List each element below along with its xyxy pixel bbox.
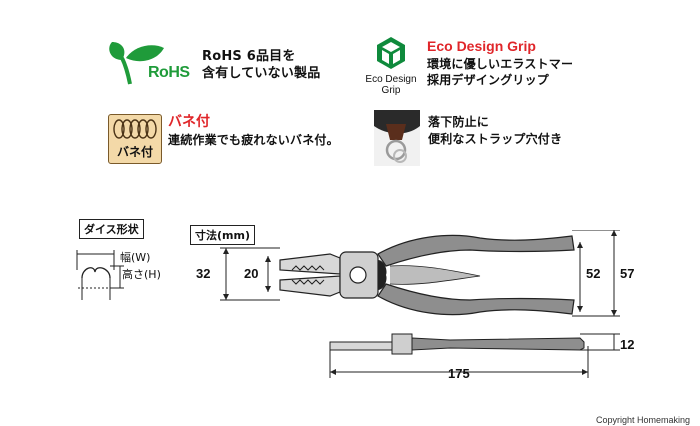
eco-design-logo: Eco Design Grip [358, 36, 422, 106]
dim-thickness: 12 [620, 337, 635, 352]
die-shape-diagram [76, 250, 124, 300]
coil-spring-icon [113, 119, 157, 139]
width-label: 幅(W) [120, 251, 151, 264]
strap-line1: 落下防止に [428, 115, 490, 129]
rohs-logo: RoHS [108, 40, 200, 88]
strap-description: 落下防止に 便利なストラップ穴付き [428, 114, 562, 148]
die-shape-label: ダイス形状 [79, 219, 144, 239]
eco-design-grip-icon [377, 37, 405, 69]
spring-badge-label: バネ付 [116, 145, 153, 159]
strap-photo [374, 110, 420, 166]
dim-length: 175 [448, 366, 470, 381]
eco-description: Eco Design Grip 環境に優しいエラストマー 採用デザイングリップ [427, 38, 573, 88]
dim-handle-span: 52 [586, 266, 601, 281]
leaf-icon [109, 42, 164, 85]
dimension-unit-label: 寸法(mm) [190, 225, 255, 245]
copyright: Copyright Homemaking [596, 415, 691, 425]
height-label: 高さ(H) [122, 268, 161, 281]
dim-total-height: 57 [620, 266, 635, 281]
rohs-description: RoHS 6品目を 含有していない製品 [202, 48, 320, 82]
spring-title: バネ付 [168, 114, 210, 130]
dim-jaw-height: 32 [196, 266, 211, 281]
strap-hole-icon [374, 110, 420, 163]
pliers-edge-view [329, 333, 585, 355]
eco-line2: 採用デザイングリップ [427, 73, 550, 87]
dim-jaw-inner: 20 [244, 266, 259, 281]
rohs-line2: 含有していない製品 [202, 66, 321, 81]
rohs-line1: RoHS 6品目を [202, 49, 296, 64]
eco-title: Eco Design Grip [427, 38, 536, 54]
spring-badge: バネ付 [108, 114, 162, 164]
strap-line2: 便利なストラップ穴付き [428, 132, 563, 146]
eco-logo-line2: Grip [381, 85, 401, 96]
rohs-logo-text: RoHS [148, 64, 190, 81]
pliers-top-view [279, 234, 575, 316]
eco-line1: 環境に優しいエラストマー [427, 57, 574, 71]
spring-description: バネ付 連続作業でも疲れないバネ付。 [168, 114, 339, 149]
pliers-drawing [220, 230, 620, 378]
eco-logo-line1: Eco Design [365, 74, 417, 85]
spring-desc: 連続作業でも疲れないバネ付。 [168, 133, 339, 147]
